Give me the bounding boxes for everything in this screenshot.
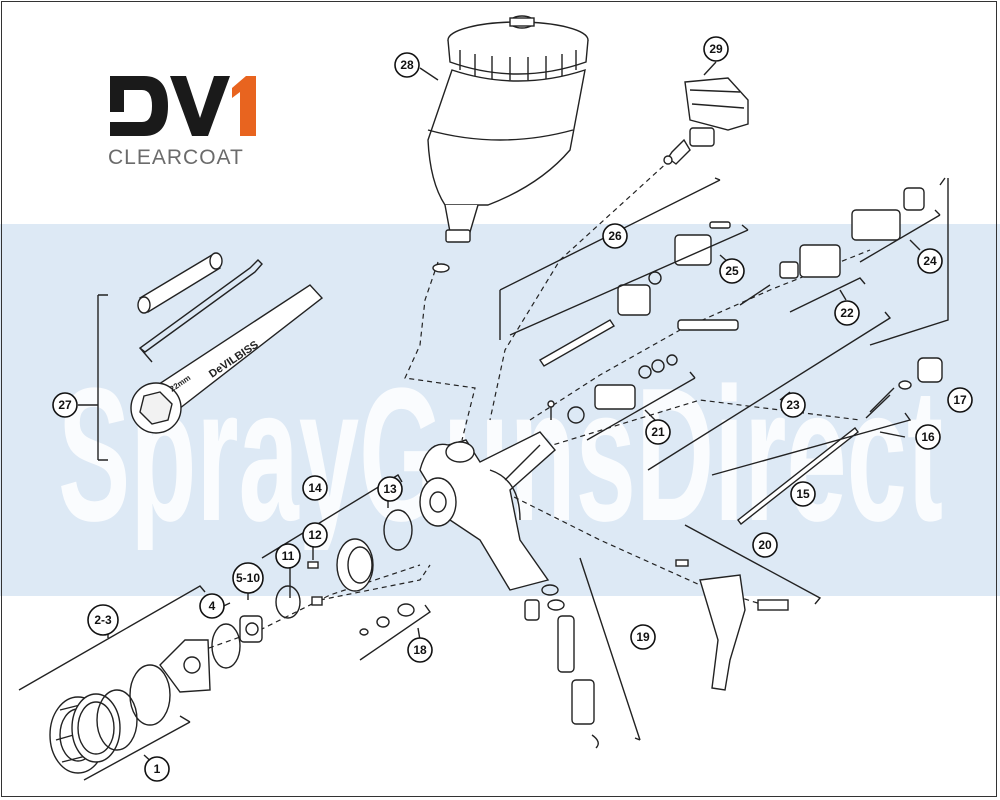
part-label-text: 5-10 (236, 571, 260, 585)
part-label-circle (645, 419, 671, 445)
part-label-17: 17 (947, 387, 973, 413)
part-label-circle (752, 532, 778, 558)
paint-cup (427, 15, 589, 273)
part-label-circle (602, 223, 628, 249)
part-label-circle (302, 522, 328, 548)
part-label-circle (917, 248, 943, 274)
part-label-text: 18 (413, 643, 427, 657)
part-label-text: 17 (953, 393, 967, 407)
part-label-layer: 1 2-3 4 5-10 11 12 13 14 15 16 17 18 19 20 21 22 23 24 25 2… (52, 36, 973, 782)
tool-set: DeVILBISS 22mm (130, 252, 324, 434)
part-label-5-10: 5-10 (232, 562, 264, 594)
part-label-24: 24 (917, 248, 943, 274)
part-label-circle (87, 604, 119, 636)
part-label-28: 28 (394, 52, 420, 78)
part-label-text: 23 (786, 398, 800, 412)
part-label-27: 27 (52, 392, 78, 418)
part-label-circle (630, 624, 656, 650)
part-label-21: 21 (645, 419, 671, 445)
part-label-22: 22 (834, 300, 860, 326)
part-label-14: 14 (302, 475, 328, 501)
part-label-text: 2-3 (94, 613, 112, 627)
dv1-logo-mark (110, 76, 256, 136)
part-label-18: 18 (407, 637, 433, 663)
part-label-12: 12 (302, 522, 328, 548)
part-label-circle (915, 424, 941, 450)
part-label-circle (790, 481, 816, 507)
part-label-26: 26 (602, 223, 628, 249)
part-label-circle (52, 392, 78, 418)
part-label-text: 19 (636, 630, 650, 644)
part-label-11: 11 (275, 543, 301, 569)
valve-assemblies (539, 187, 925, 424)
part-label-text: 22 (840, 306, 854, 320)
air-cap (159, 623, 241, 693)
part-label-circle (377, 476, 403, 502)
inlet-assembly (524, 584, 599, 749)
part-label-2-3: 2-3 (87, 604, 119, 636)
part-label-text: 26 (608, 229, 622, 243)
part-label-circle (144, 756, 170, 782)
air-adapter (663, 77, 749, 165)
gun-body (419, 400, 556, 591)
part-label-text: 25 (725, 264, 739, 278)
part-label-circle (199, 593, 225, 619)
brand-logo: CLEARCOAT (100, 62, 260, 172)
part-label-text: 12 (308, 528, 322, 542)
part-label-text: 4 (209, 599, 216, 613)
fluid-needle (737, 357, 943, 525)
part-label-23: 23 (780, 392, 806, 418)
part-label-text: 20 (758, 538, 772, 552)
part-label-text: 11 (282, 549, 295, 563)
part-label-circle (275, 543, 301, 569)
logo-subtitle: CLEARCOAT (108, 146, 244, 169)
part-label-text: 14 (308, 481, 322, 495)
small-parts (275, 509, 415, 636)
part-label-4: 4 (199, 593, 225, 619)
air-cap-ring (49, 693, 121, 774)
part-label-text: 15 (796, 487, 810, 501)
part-label-text: 16 (921, 430, 935, 444)
fluid-nozzle (239, 615, 263, 643)
part-label-text: 29 (709, 42, 723, 56)
part-label-circle (719, 258, 745, 284)
part-label-circle (834, 300, 860, 326)
part-label-text: 24 (923, 254, 937, 268)
part-label-16: 16 (915, 424, 941, 450)
part-label-circle (780, 392, 806, 418)
part-label-25: 25 (719, 258, 745, 284)
part-label-29: 29 (703, 36, 729, 62)
part-label-text: 21 (651, 425, 665, 439)
part-label-text: 13 (383, 482, 397, 496)
part-label-circle (394, 52, 420, 78)
part-label-1: 1 (144, 756, 170, 782)
part-label-15: 15 (790, 481, 816, 507)
part-label-circle (302, 475, 328, 501)
part-label-circle (947, 387, 973, 413)
part-label-circle (703, 36, 729, 62)
part-label-text: 1 (154, 762, 161, 776)
part-label-19: 19 (630, 624, 656, 650)
part-label-circle (407, 637, 433, 663)
part-label-13: 13 (377, 476, 403, 502)
trigger (675, 559, 789, 691)
part-label-text: 28 (400, 58, 414, 72)
part-label-circle (232, 562, 264, 594)
part-label-20: 20 (752, 532, 778, 558)
part-label-text: 27 (58, 398, 72, 412)
o-rings (96, 664, 171, 751)
